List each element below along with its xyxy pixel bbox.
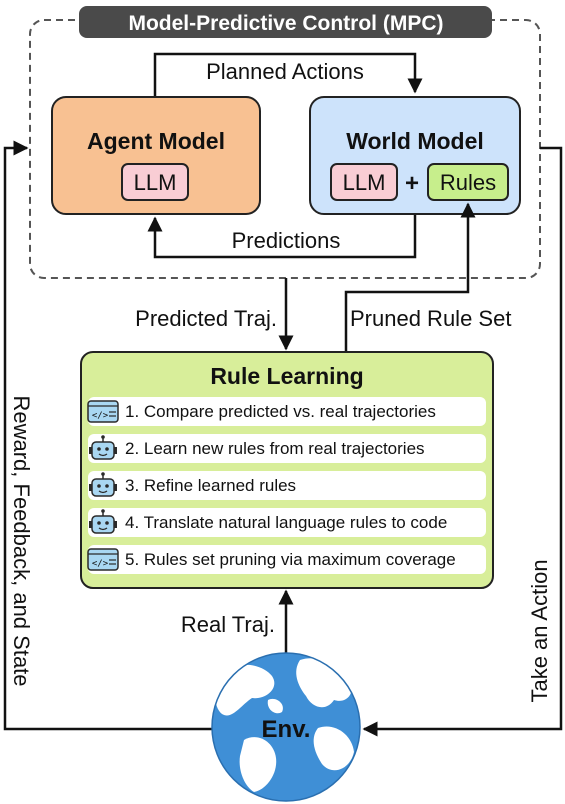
robot-icon [89,435,117,460]
real-traj-label: Real Traj. [181,612,275,637]
agent-model-title: Agent Model [87,128,225,154]
rule-learning-title: Rule Learning [210,363,363,389]
rule-step-1-text: 1. Compare predicted vs. real trajectori… [125,402,436,421]
rule-step-1: </> 1. Compare predicted vs. real trajec… [87,397,486,426]
rule-step-4: 4. Translate natural language rules to c… [88,508,486,537]
take-action-arrow [362,146,563,737]
predictions-arrow [147,214,417,259]
world-model-title: World Model [346,128,484,154]
env-label: Env. [262,716,311,743]
rule-step-2-text: 2. Learn new rules from real trajectorie… [125,439,425,458]
world-llm-label: LLM [343,170,386,195]
mpc-title-bg [79,6,492,38]
take-action-label: Take an Action [527,559,552,702]
pruned-rule-set-arrow [344,202,476,352]
code-icon: </> [87,400,119,423]
plus-sign: + [405,170,419,197]
agent-llm-label: LLM [134,170,177,195]
svg-text:</>: </> [92,411,109,421]
pruned-rule-set-label: Pruned Rule Set [350,306,511,331]
agent-llm-chip [121,163,189,201]
rule-step-5-text: 5. Rules set pruning via maximum coverag… [125,550,456,569]
rule-step-2: 2. Learn new rules from real trajectorie… [88,434,486,463]
planned-actions-arrow [153,52,423,97]
mpc-title: Model-Predictive Control (MPC) [128,12,443,35]
code-icon: </> [87,548,119,571]
predicted-traj-label: Predicted Traj. [135,306,277,331]
world-rules-chip [427,163,509,201]
rule-step-3: 3. Refine learned rules [88,471,486,500]
rule-step-3-text: 3. Refine learned rules [125,476,296,495]
globe-icon [211,652,361,802]
predictions-label: Predictions [232,228,341,253]
reward-feedback-label: Reward, Feedback, and State [9,395,34,686]
agent-model-box [51,96,261,215]
world-rules-label: Rules [440,170,496,195]
robot-icon [89,472,117,497]
robot-icon [89,509,117,534]
reward-feedback-arrow [3,140,212,731]
planned-actions-label: Planned Actions [206,59,364,84]
world-llm-chip [330,163,398,201]
svg-text:</>: </> [92,559,109,569]
rule-step-5: </> 5. Rules set pruning via maximum cov… [87,545,486,574]
rule-step-4-text: 4. Translate natural language rules to c… [125,513,447,532]
